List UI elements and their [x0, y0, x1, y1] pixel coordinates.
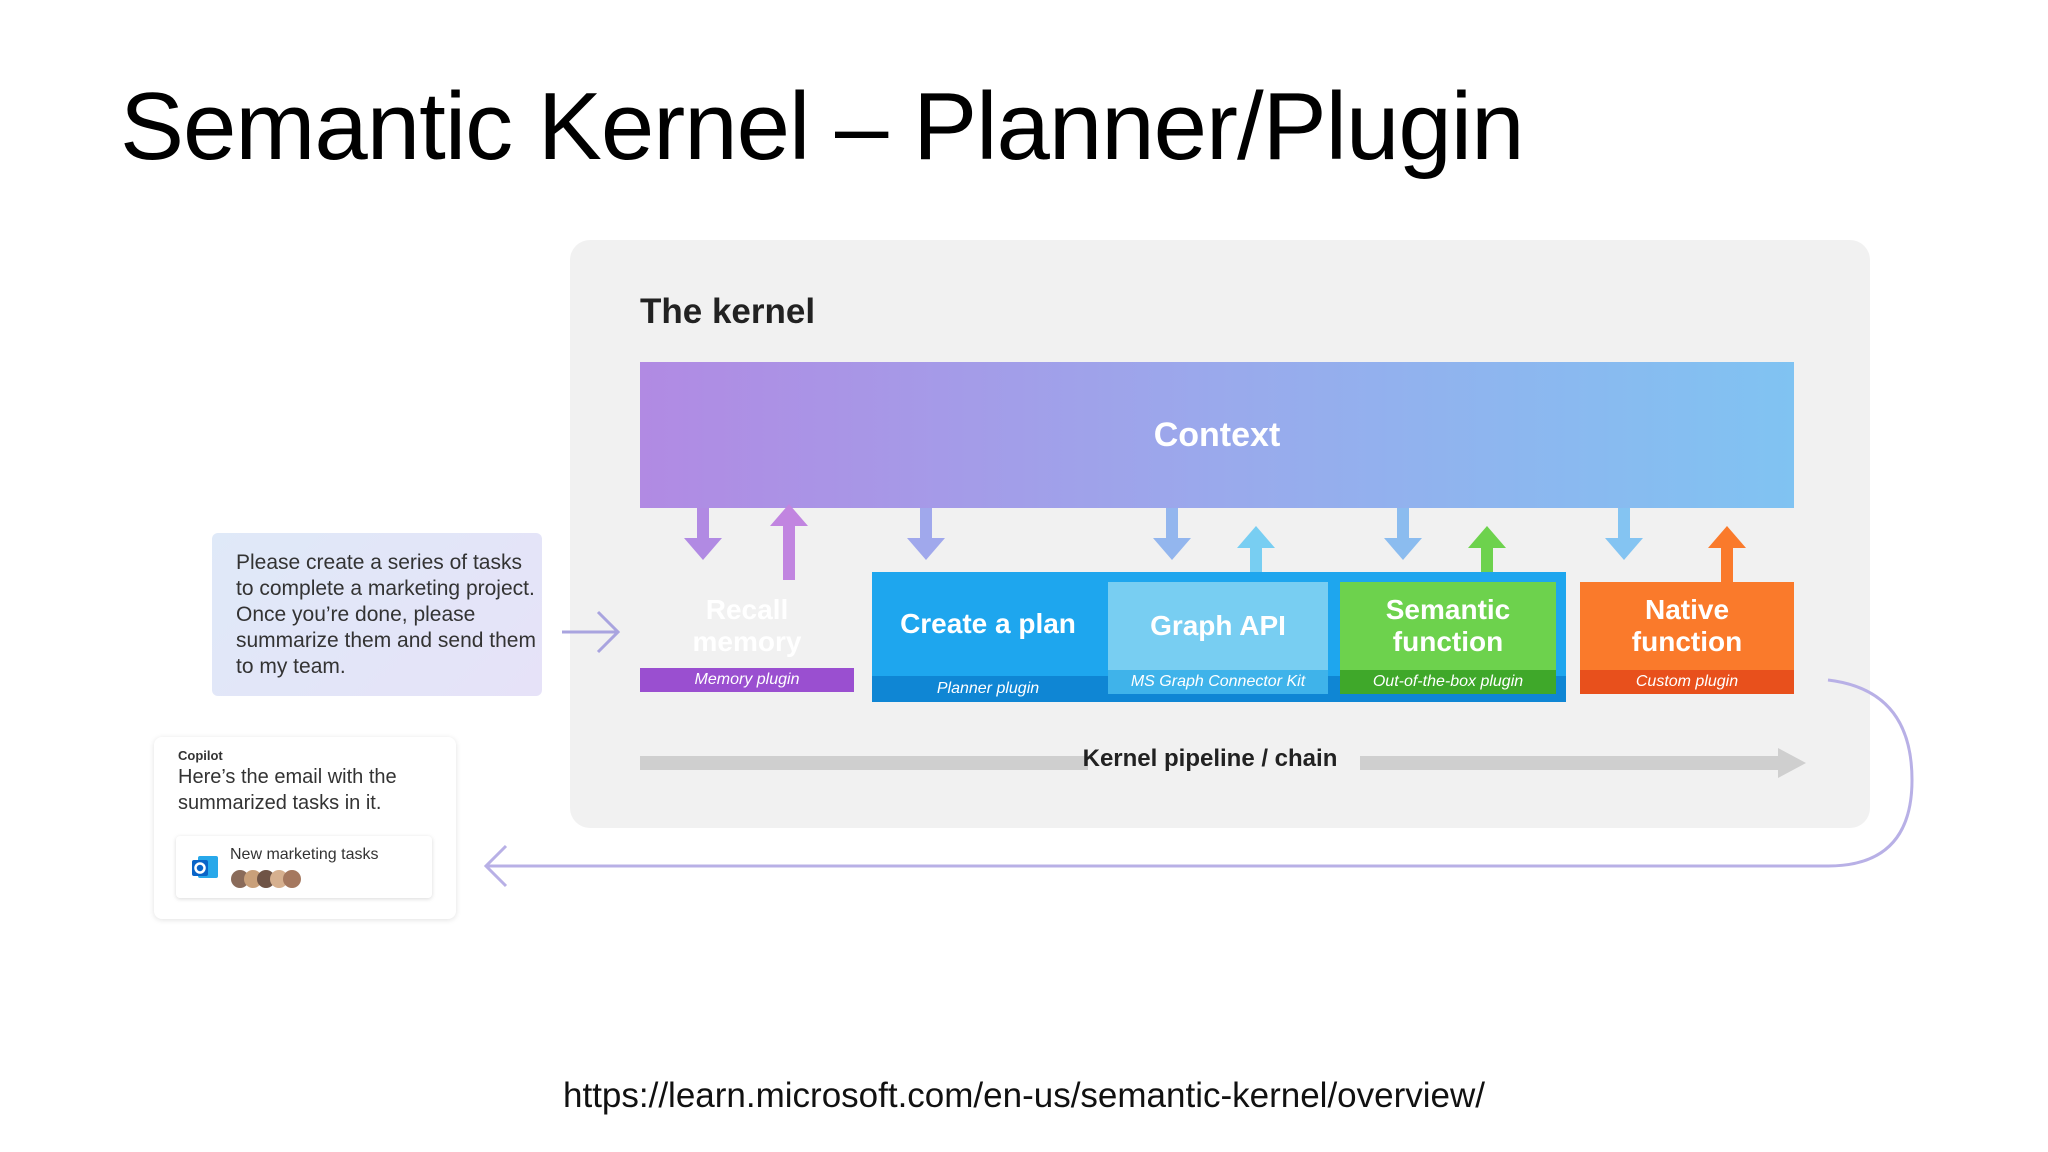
outlook-icon	[192, 856, 218, 878]
component-graph-api: Graph API	[1108, 582, 1328, 670]
create-plan-title: Create a plan	[900, 608, 1076, 639]
create-plan-subtitle: Planner plugin	[936, 680, 1040, 697]
copilot-label: Copilot	[178, 748, 223, 763]
source-url[interactable]: https://learn.microsoft.com/en-us/semant…	[563, 1076, 1485, 1115]
semantic-subtitle: Out-of-the-box plugin	[1340, 670, 1556, 694]
copilot-message: Here’s the email with the summarized tas…	[178, 766, 397, 814]
context-label: Context	[1153, 415, 1281, 454]
recall-subtitle: Memory plugin	[640, 668, 854, 692]
component-create-plan: Create a plan	[872, 572, 1104, 676]
semantic-title-line2: function	[1392, 626, 1504, 657]
component-native-function: Native function	[1580, 582, 1794, 670]
semantic-title-line1: Semantic	[1385, 594, 1511, 625]
graph-api-title: Graph API	[1150, 610, 1286, 641]
component-recall-memory: Recall memory	[640, 582, 854, 670]
avatar-group-icon	[231, 870, 301, 888]
pipeline-label: Kernel pipeline / chain	[1082, 745, 1338, 772]
slide-title: Semantic Kernel – Planner/Plugin	[120, 73, 1524, 180]
request-card	[212, 533, 542, 696]
recall-title-line1: Recall	[705, 594, 789, 625]
component-semantic-function: Semantic function	[1340, 582, 1556, 670]
graph-api-subtitle: MS Graph Connector Kit	[1108, 670, 1328, 694]
recall-title-line2: memory	[692, 626, 802, 657]
context-bar: Context	[640, 362, 1794, 508]
native-title-line1: Native	[1644, 594, 1730, 625]
email-attachment[interactable]	[176, 836, 432, 898]
email-title: New marketing tasks	[230, 846, 379, 863]
native-title-line2: function	[1631, 626, 1743, 657]
kernel-panel-title: The kernel	[640, 292, 816, 331]
native-subtitle: Custom plugin	[1580, 670, 1794, 694]
request-text: Please create a series of tasks to compl…	[236, 551, 536, 678]
